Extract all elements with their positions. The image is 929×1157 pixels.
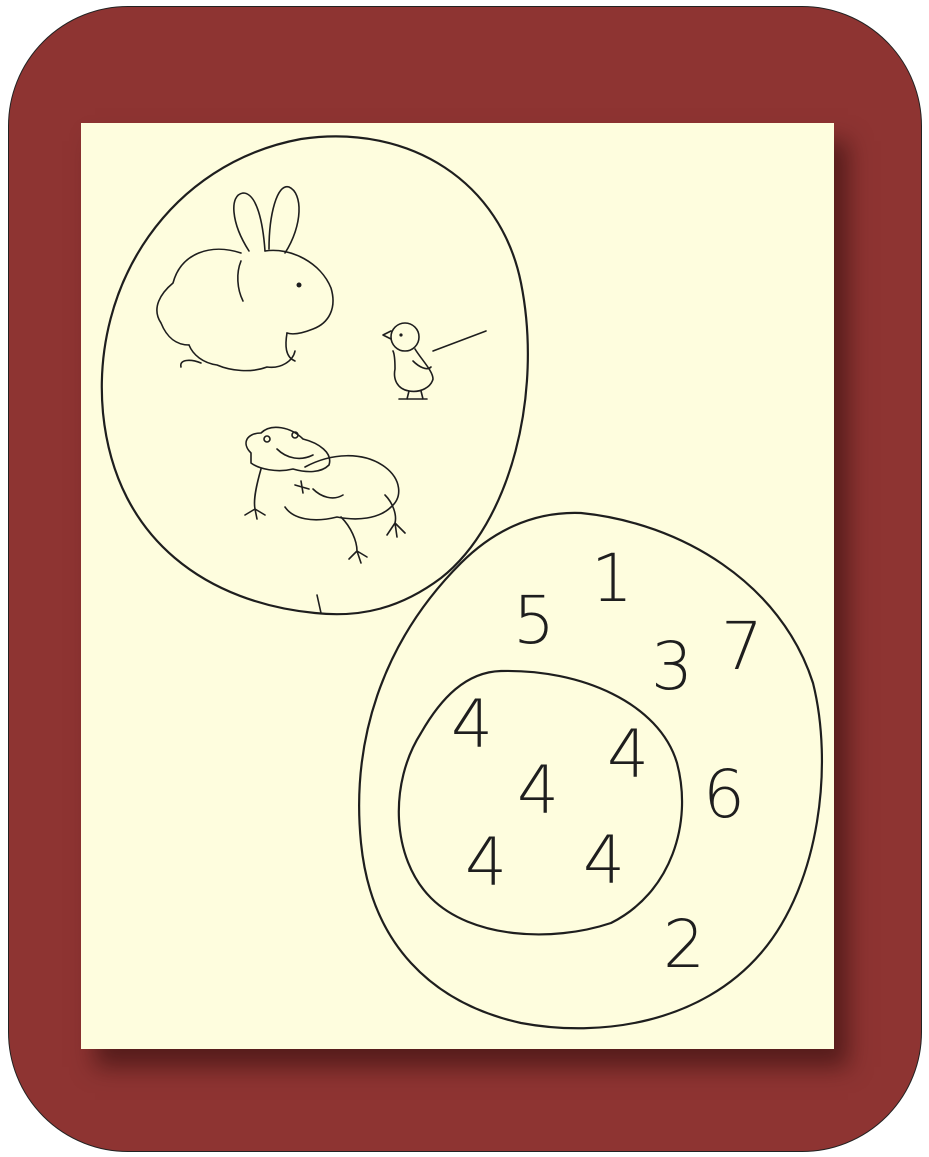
picture-frame: 1 5 3 7 6 2 4 4 4 4 4: [8, 6, 922, 1152]
outer-number-5: 5: [513, 582, 555, 659]
inner-number-4-e: 4: [583, 822, 625, 899]
outer-number-3: 3: [651, 628, 693, 705]
worksheet-paper: 1 5 3 7 6 2 4 4 4 4 4: [81, 123, 834, 1049]
outer-number-6: 6: [703, 756, 745, 833]
rabbit-icon: [157, 187, 333, 371]
inner-number-4-b: 4: [607, 716, 649, 793]
inner-number-4-a: 4: [451, 686, 493, 763]
circle-tick-mark: [317, 595, 321, 613]
sets-diagram: 1 5 3 7 6 2 4 4 4 4 4: [81, 123, 834, 1049]
inner-number-4-c: 4: [517, 752, 559, 829]
animal-set-circle: [102, 136, 528, 614]
outer-number-7: 7: [721, 608, 763, 685]
bird-icon: [383, 323, 486, 399]
inner-number-4-d: 4: [465, 824, 507, 901]
outer-number-1: 1: [591, 540, 633, 617]
frog-icon: [245, 427, 405, 563]
outer-number-2: 2: [663, 906, 705, 983]
